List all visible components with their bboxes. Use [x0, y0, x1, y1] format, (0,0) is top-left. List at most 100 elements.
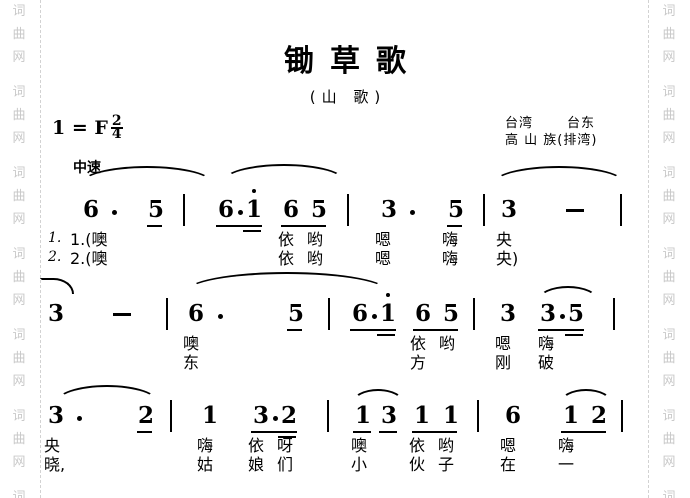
- barline-r3-2: [327, 400, 329, 432]
- watermark-char: 曲: [662, 108, 676, 123]
- beam-r2-1: [287, 329, 302, 331]
- watermark-char: 词: [662, 247, 676, 262]
- augdot-r1-2: [238, 210, 243, 215]
- staff-row-3: 3 2 1 3 2 1 3 1 1 6 1 2 央 晓, 嗨 姑 依 呀: [0, 385, 690, 485]
- watermark-char: 曲: [12, 189, 26, 204]
- beam-r1-3: [281, 225, 326, 227]
- watermark-char: 词: [12, 328, 26, 343]
- beam-r1-2: [216, 225, 262, 227]
- note-r3-5: 2: [281, 402, 298, 429]
- beam-r1-4: [447, 225, 462, 227]
- lyric-r1-v1-4: 嗯: [375, 230, 392, 249]
- note-r1-9: 3: [501, 196, 518, 223]
- lyric-r1-v2-6: 央): [496, 249, 519, 268]
- augdot-r3-1: [77, 416, 82, 421]
- watermark-char: 网: [12, 50, 26, 65]
- lyric-r3-v1-1: 央: [44, 436, 61, 455]
- augdot-r2-3: [560, 314, 565, 319]
- barline-r2-1: [166, 298, 168, 330]
- staff-row-1: 6 5 6 1 6 5 3 5 3 1. 2. 1.(噢 2.(噢 依 哟 依 …: [0, 164, 690, 280]
- watermark-char: 曲: [662, 27, 676, 42]
- watermark-char: 词: [662, 490, 676, 498]
- lyric-r3-v2-6: 伙: [409, 455, 426, 474]
- note-r1-7: 3: [381, 196, 398, 223]
- lyric-r2-v2-3: 刚: [495, 353, 512, 372]
- watermark-char: 词: [662, 85, 676, 100]
- watermark-char: 词: [662, 4, 676, 19]
- lyric-r1-v1-1: 1.(噢: [70, 230, 108, 249]
- watermark-char: 词: [12, 409, 26, 424]
- note-r3-12: 2: [591, 402, 608, 429]
- watermark-char: 曲: [12, 432, 26, 447]
- watermark-char: 词: [12, 166, 26, 181]
- watermark-char: 词: [662, 328, 676, 343]
- page-border-right: [648, 0, 649, 498]
- beam-r3-3: [353, 431, 371, 433]
- watermark-char: 网: [662, 455, 676, 470]
- credit-city: 台东: [567, 116, 596, 131]
- lyric-r1-v2-4: 嗯: [375, 249, 392, 268]
- barline-r1-1: [183, 194, 185, 226]
- beam-r3-1: [137, 431, 152, 433]
- credit-block: 台湾台东 高 山 族(排湾): [505, 115, 597, 149]
- slur-r3-c: [560, 389, 612, 403]
- beam-r2-3: [413, 329, 458, 331]
- credit-region: 台湾 台东: [505, 115, 597, 132]
- barline-r2-2: [328, 298, 330, 330]
- augdot-r3-2: [273, 416, 278, 421]
- note-r2-1: 3: [48, 300, 65, 327]
- lyric-r2-v2-4: 破: [538, 353, 555, 372]
- note-r3-8: 1: [414, 402, 431, 429]
- note-r3-4: 3: [253, 402, 270, 429]
- octave-up-dot-r2-5: [386, 293, 390, 297]
- watermark-char: 曲: [12, 27, 26, 42]
- watermark-char: 词: [12, 85, 26, 100]
- lyric-r3-v2-4: 们: [277, 455, 294, 474]
- watermark-char: 曲: [12, 351, 26, 366]
- key-label: 1 = F: [52, 117, 108, 139]
- lyric-r1-v2-3: 哟: [307, 249, 324, 268]
- lyric-r2-v1-3: 哟: [439, 334, 456, 353]
- beam-r3-5: [561, 431, 606, 433]
- lyric-r1-v2-2: 依: [278, 249, 295, 268]
- lyric-r1-v1-2: 依: [278, 230, 295, 249]
- augdot-r1-3: [410, 210, 415, 215]
- verse-number-2: 2.: [48, 249, 62, 265]
- octave-up-dot-r1-4: [252, 189, 256, 193]
- barline-r3-3: [477, 400, 479, 432]
- beam-r2-2b: [377, 334, 395, 336]
- watermark-char: 网: [12, 374, 26, 389]
- page-border-left: [40, 0, 41, 498]
- note-r1-1: 6: [83, 196, 100, 223]
- note-r2-9: 3: [540, 300, 557, 327]
- lyric-r3-v2-9: 一: [558, 455, 575, 474]
- page-title: 锄草歌: [284, 44, 422, 79]
- sustain-dash-r1-1: [566, 209, 584, 212]
- meter-denominator: 4: [111, 126, 122, 142]
- watermark-char: 曲: [662, 432, 676, 447]
- note-r1-6: 5: [311, 196, 328, 223]
- watermark-char: 曲: [662, 351, 676, 366]
- watermark-char: 网: [662, 374, 676, 389]
- note-r1-8: 5: [448, 196, 465, 223]
- lyric-r3-v2-3: 娘: [248, 455, 265, 474]
- note-r1-4: 1: [246, 189, 262, 221]
- watermark-char: 网: [662, 50, 676, 65]
- lyric-r3-v2-2: 姑: [197, 455, 214, 474]
- barline-r2-4: [613, 298, 615, 330]
- beam-r1-1: [147, 225, 162, 227]
- watermark-char: 曲: [12, 108, 26, 123]
- lyric-r3-v1-5: 噢: [351, 436, 368, 455]
- credit-province: 台湾: [505, 116, 534, 131]
- watermark-char: 词: [12, 247, 26, 262]
- augdot-r2-2: [372, 314, 377, 319]
- lyric-r1-v1-6: 央: [496, 230, 513, 249]
- watermark-char: 网: [12, 131, 26, 146]
- watermark-char: 网: [662, 131, 676, 146]
- note-r2-7: 5: [443, 300, 460, 327]
- beam-r2-4: [538, 329, 584, 331]
- lyric-r3-v1-6: 依: [409, 436, 426, 455]
- lyric-r2-v2-2: 方: [410, 353, 427, 372]
- watermark-char: 网: [12, 455, 26, 470]
- page-subtitle: (山 歌): [309, 88, 387, 106]
